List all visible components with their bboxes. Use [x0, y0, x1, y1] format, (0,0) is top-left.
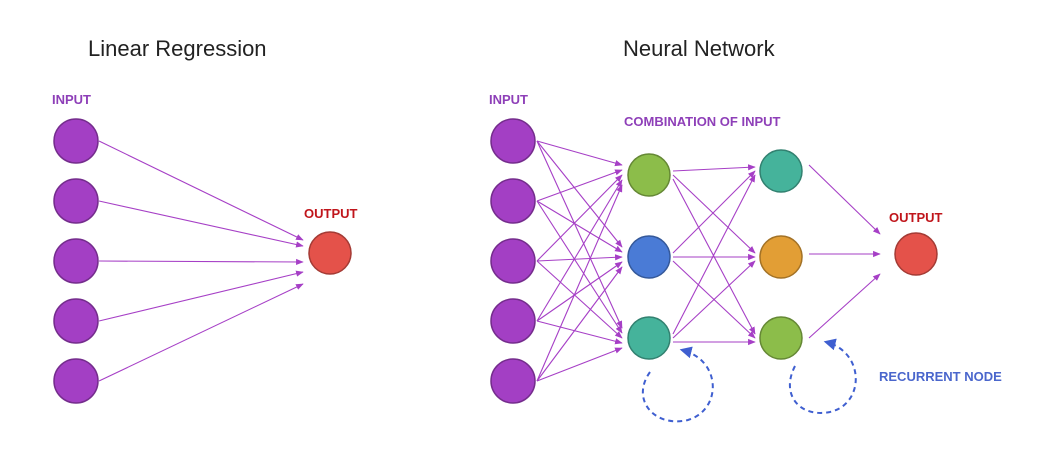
- nn-hidden-node: [759, 149, 803, 193]
- nn-hidden-hidden-arrow: [672, 170, 756, 254]
- lr-connection-arrow: [98, 200, 304, 248]
- nn-input-node: [490, 358, 536, 404]
- nn-hidden-node: [627, 153, 671, 197]
- lr-input-label: INPUT: [52, 92, 91, 107]
- nn-input-node: [490, 298, 536, 344]
- nn-hidden-node: [627, 316, 671, 360]
- nn-input-hidden-arrow: [536, 200, 623, 253]
- lr-output-node: [308, 231, 352, 275]
- nn-input-hidden-arrow: [536, 347, 623, 382]
- nn-hidden-node: [627, 235, 671, 279]
- nn-input-hidden-arrow: [536, 320, 623, 345]
- linear-regression-panel: Linear Regression INPUT OUTPUT: [52, 36, 358, 404]
- nn-output-node: [894, 232, 938, 276]
- linear-regression-title: Linear Regression: [88, 36, 267, 61]
- lr-input-node: [53, 238, 99, 284]
- lr-connection-arrow: [98, 140, 304, 241]
- lr-edges: [98, 140, 304, 382]
- recurrent-loop-arrow: [641, 346, 714, 423]
- lr-input-node: [53, 118, 99, 164]
- nn-input-node: [490, 118, 536, 164]
- nn-input-node: [490, 178, 536, 224]
- recurrent-loop-arrow: [789, 338, 857, 414]
- lr-output-label: OUTPUT: [304, 206, 358, 221]
- nn-input-hidden-arrow: [536, 169, 623, 202]
- nn-hidden-hidden-arrow: [672, 174, 756, 335]
- nn-hidden-output-arrow: [808, 273, 881, 339]
- nn-input-hidden-arrow: [536, 184, 623, 382]
- nn-input-hidden-arrow: [536, 261, 623, 322]
- nn-hidden-output-arrow: [808, 164, 881, 235]
- nn-hidden-hidden-arrow: [672, 174, 756, 254]
- lr-input-node: [53, 178, 99, 224]
- neural-network-panel: Neural Network INPUT COMBINATION OF INPU…: [489, 36, 1002, 423]
- nn-hidden-node: [759, 235, 803, 279]
- nn-input-node: [490, 238, 536, 284]
- lr-connection-arrow: [98, 258, 304, 266]
- recurrent-node-label: RECURRENT NODE: [879, 369, 1002, 384]
- nn-input-hidden-arrow: [536, 140, 623, 167]
- lr-input-node: [53, 358, 99, 404]
- nn-recurrent-loops: [641, 338, 857, 423]
- nn-input-hidden-arrow: [536, 140, 623, 248]
- nn-hidden-node: [759, 316, 803, 360]
- nn-edges: [536, 140, 881, 382]
- nn-output-label: OUTPUT: [889, 210, 943, 225]
- lr-connection-arrow: [98, 270, 304, 322]
- nn-input-hidden-arrow: [536, 200, 623, 334]
- nn-hidden-hidden-arrow: [672, 164, 756, 172]
- neural-network-title: Neural Network: [623, 36, 776, 61]
- lr-connection-arrow: [98, 283, 304, 382]
- nn-nodes: [490, 118, 938, 404]
- nn-input-hidden-arrow: [536, 260, 623, 339]
- nn-input-hidden-arrow: [536, 179, 623, 322]
- nn-input-hidden-arrow: [536, 266, 623, 382]
- lr-nodes: [53, 118, 352, 404]
- nn-input-hidden-arrow: [536, 254, 623, 262]
- nn-input-label: INPUT: [489, 92, 528, 107]
- nn-hidden-hidden-arrow: [672, 260, 756, 339]
- nn-input-hidden-arrow: [536, 140, 623, 329]
- nn-hidden-label: COMBINATION OF INPUT: [624, 114, 781, 129]
- nn-input-hidden-arrow: [536, 174, 623, 262]
- lr-input-node: [53, 298, 99, 344]
